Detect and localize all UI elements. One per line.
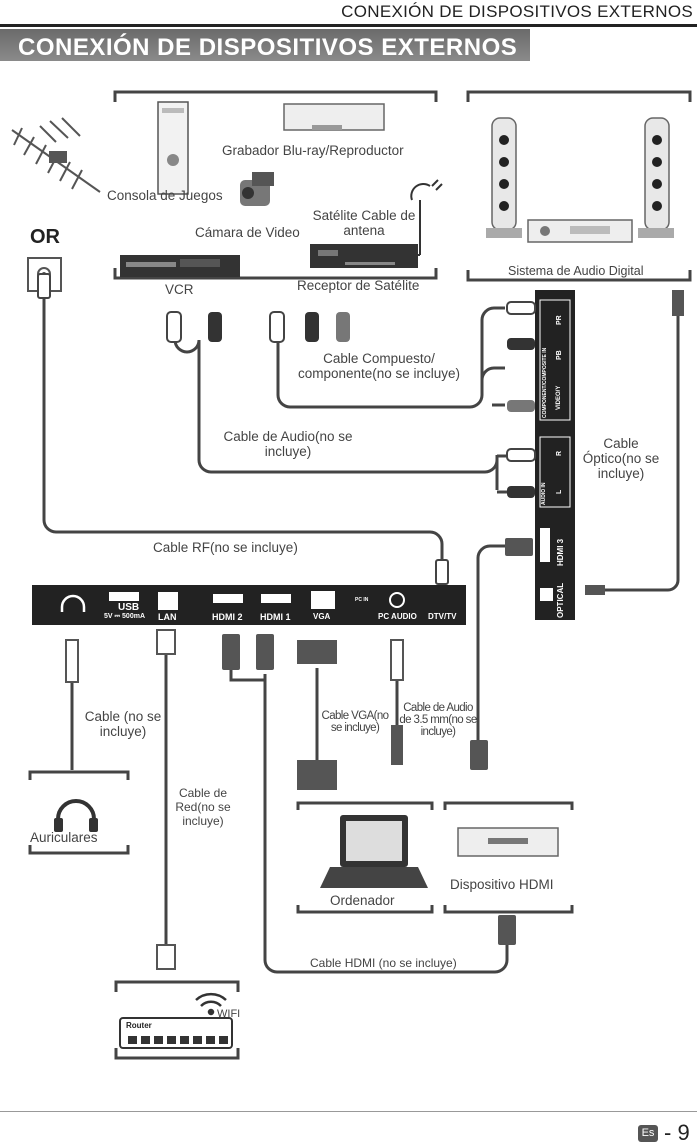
port-audio-in-label: AUDIO IN [541,482,547,506]
lan-plug-bottom [156,944,176,970]
rf-plug-bottom [435,559,449,585]
audio-cable-label: Cable de Audio(no se incluye) [223,429,353,459]
wifi-icon [195,992,227,1016]
port-usb-spec: 5V ⎓ 500mA [104,613,145,620]
audio35-cable-label: Cable de Audio de 3.5 mm(no se incluye) [399,702,477,738]
bluray-player-icon [283,103,385,131]
port-lan-label: LAN [158,612,177,622]
router-icon [119,1017,233,1049]
devices-bracket-bottom [113,268,438,280]
port-l-label: L [556,489,563,494]
audio-jack-plug-bottom [391,725,403,765]
port-hdmi1-label: HDMI 1 [260,612,291,622]
satellite-receiver-icon [310,244,418,268]
composite-cable-label: Cable Compuesto/ componente(no se incluy… [297,351,461,381]
language-badge: Es [638,1125,658,1142]
port-component-label: COMPONENT/COMPOSITE IN [542,347,548,418]
rf-cable-label: Cable RF(no se incluye) [153,540,298,555]
hdmi-plug-tv-2 [222,634,240,670]
camera-label: Cámara de Video [195,225,300,240]
video-camera-icon [240,172,274,206]
game-console-icon [157,101,189,195]
port-pc-in-label: PC IN [355,597,369,603]
port-hdmi2-label: HDMI 2 [212,612,243,622]
port-pc-audio-label: PC AUDIO [378,612,417,621]
rf-cable-line [42,294,444,560]
port-hdmi3-label: HDMI 3 [556,538,565,566]
vga-plug-top [297,640,337,664]
port-optical-label: OPTICAL [556,582,565,618]
title-banner [0,29,530,61]
headphones-icon [56,799,96,825]
hdmi-device-label: Dispositivo HDMI [450,877,554,892]
tv-bottom-panel [32,585,466,625]
port-vga-label: VGA [313,612,331,621]
page-header: CONEXIÓN DE DISPOSITIVOS EXTERNOS [341,2,693,21]
devices-bracket-top [113,90,438,102]
rf-plug-top [37,273,51,299]
laptop-icon [320,815,428,888]
port-r-label: R [556,450,563,456]
or-label: OR [30,226,60,248]
audio-bracket-top [466,90,692,102]
footer-rule [0,1111,697,1112]
headphone-jack-plug [65,639,79,683]
antenna-icon [11,117,101,193]
console-label: Consola de Juegos [107,188,223,203]
tv-side-panel [535,290,575,620]
port-video-y-label: VIDEO/Y [556,385,562,410]
page-number: - 9 [664,1120,690,1145]
speaker-left-icon [486,117,522,238]
audio-jack-plug-top [390,639,404,681]
optical-plug-top [672,290,684,316]
satellite-receiver-label: Receptor de Satélite [297,278,420,293]
hdmi-cable-label: Cable HDMI (no se incluye) [310,956,457,970]
router-label: Router [126,1021,152,1030]
port-dtv-label: DTV/TV [428,612,457,621]
vga-cable-label: Cable VGA(no se incluye) [321,710,390,734]
headphones-label: Auriculares [30,830,98,845]
hdmi-plug-device [470,740,488,770]
satellite-antenna-label: Satélite Cable de antena [312,208,416,238]
speaker-right-icon [638,117,674,238]
bluray-label: Grabador Blu-ray/Reproductor [222,143,404,158]
audio-bracket-bottom [466,270,692,282]
audio-receiver-icon [527,219,633,243]
satellite-dish-icon [410,179,443,215]
vcr-icon [120,255,240,277]
optical-cable-label: Cable Óptico(no se incluye) [582,436,660,481]
page-title: CONEXIÓN DE DISPOSITIVOS EXTERNOS [18,34,518,61]
vga-plug-bottom [297,760,337,790]
optical-plug-side [585,585,605,595]
wifi-label: WIFI [217,1008,241,1020]
vcr-label: VCR [165,282,194,297]
cable-lines [28,294,680,1060]
lan-plug-top [156,629,176,655]
hdmi-device-icon [457,827,559,857]
network-cable-label: Cable de Red(no se incluye) [175,786,231,828]
rca-plugs [166,301,536,498]
port-usb-label: USB [118,602,140,613]
computer-label: Ordenador [330,893,395,908]
audio-system-label: Sistema de Audio Digital [508,264,644,278]
hdmi-plug-bottom [498,915,516,945]
port-pr-label: PR [556,315,563,325]
header-rule [0,24,697,27]
port-pb-label: PB [556,350,563,360]
headphone-cable-label: Cable (no se incluye) [84,709,162,739]
hdmi-plug-side [505,538,533,556]
hdmi-plug-tv-1 [256,634,274,670]
